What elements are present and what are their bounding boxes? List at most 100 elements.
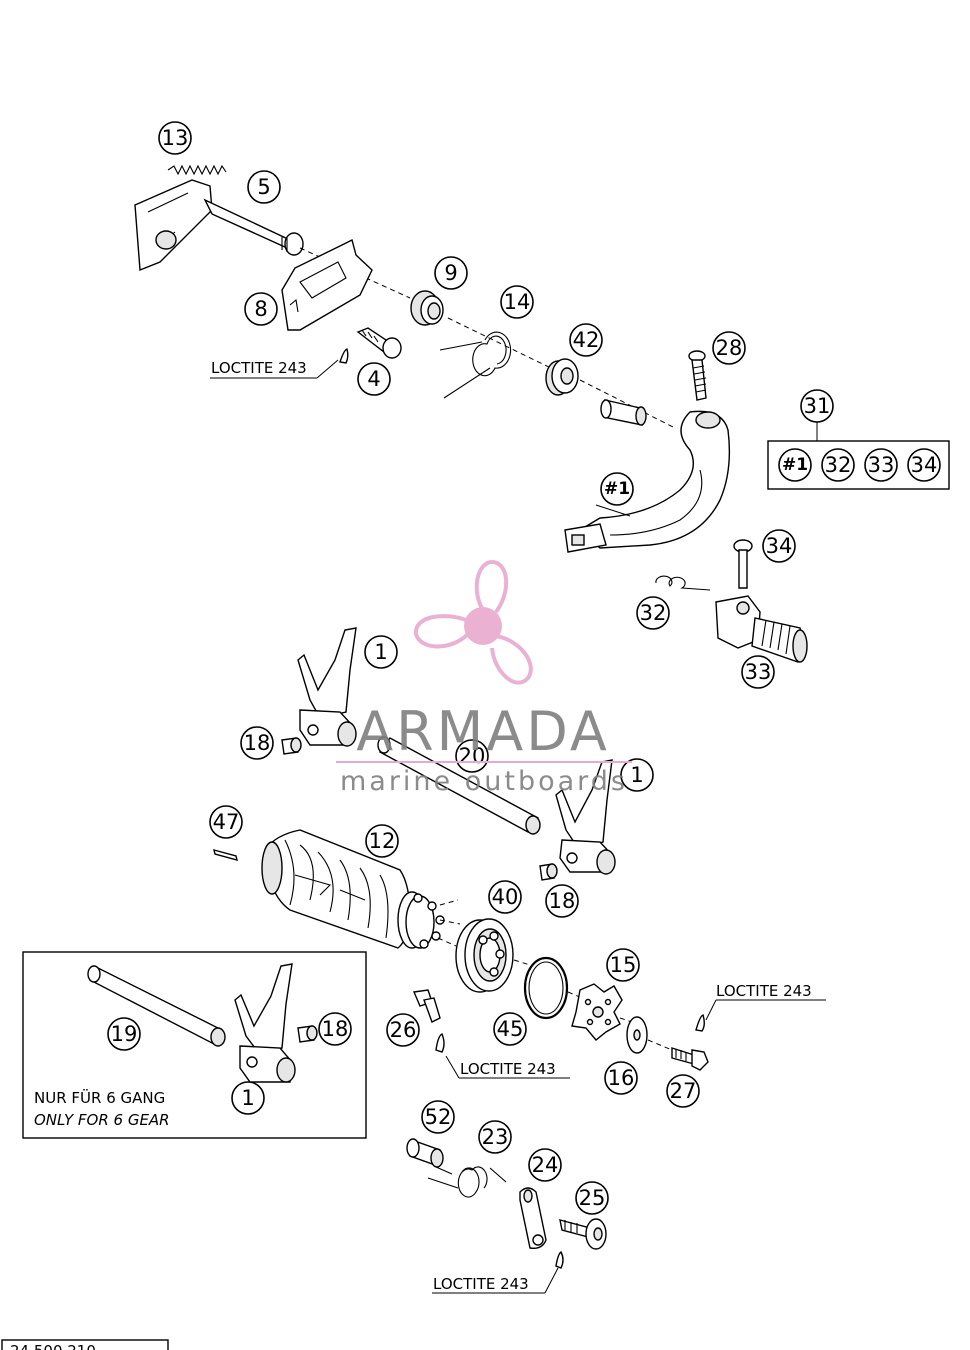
spring-23 <box>427 1166 507 1198</box>
callout-kit-33: 33 <box>864 448 898 482</box>
sleeve <box>600 399 647 426</box>
callout-1-top: 1 <box>364 635 398 669</box>
callout-28: 28 <box>712 331 746 365</box>
svg-text:24.500.210: 24.500.210 <box>10 1342 96 1350</box>
svg-text:18: 18 <box>244 731 271 755</box>
svg-text:34: 34 <box>911 453 938 477</box>
callout-34: 34 <box>762 529 796 563</box>
pin-34 <box>733 539 753 589</box>
svg-text:32: 32 <box>640 601 667 625</box>
svg-text:47: 47 <box>213 810 240 834</box>
screw-27 <box>671 1014 709 1071</box>
svg-text:12: 12 <box>369 829 396 853</box>
spring-32 <box>655 575 711 591</box>
svg-text:18: 18 <box>322 1017 349 1041</box>
callout-14: 14 <box>500 285 534 319</box>
callout-40: 40 <box>488 880 522 914</box>
callout-kit-32: 32 <box>821 448 855 482</box>
callout-19: 19 <box>107 1017 141 1051</box>
loctite-note-screw-25: LOCTITE 243 <box>433 1275 529 1293</box>
screw-4 <box>339 327 402 364</box>
svg-text:45: 45 <box>497 1017 524 1041</box>
return-spring-14 <box>439 331 512 399</box>
shift-fork-1-mid <box>555 759 616 875</box>
callout-9: 9 <box>434 256 468 290</box>
callout-kit-1: #1 <box>778 448 812 482</box>
pin-47 <box>213 849 238 861</box>
washer-16 <box>626 1016 673 1054</box>
circlip-45 <box>523 956 583 1020</box>
svg-text:31: 31 <box>804 394 831 418</box>
svg-text:23: 23 <box>482 1125 509 1149</box>
callout-23: 23 <box>478 1120 512 1154</box>
loctite-note-screw-26: LOCTITE 243 <box>460 1060 556 1078</box>
callout-1-inset: 1 <box>231 1081 265 1115</box>
callout-18-top: 18 <box>240 726 274 760</box>
svg-text:4: 4 <box>367 367 380 391</box>
svg-text:33: 33 <box>868 453 895 477</box>
callout-42: 42 <box>569 323 603 357</box>
callout-25: 25 <box>575 1181 609 1215</box>
svg-text:18: 18 <box>549 889 576 913</box>
inset-6-gear <box>22 951 367 1139</box>
callout-27: 27 <box>666 1074 700 1108</box>
svg-text:13: 13 <box>162 126 189 150</box>
callout-8: 8 <box>244 292 278 326</box>
callout-lever-1: #1 <box>600 472 634 506</box>
screw-28 <box>688 350 707 401</box>
leader-lines <box>210 359 826 1294</box>
footpeg-33 <box>715 595 808 663</box>
svg-text:20: 20 <box>459 744 486 768</box>
callout-4: 4 <box>357 362 391 396</box>
callout-13: 13 <box>158 121 192 155</box>
svg-text:5: 5 <box>257 175 270 199</box>
callout-47: 47 <box>209 805 243 839</box>
callout-32: 32 <box>636 596 670 630</box>
callout-15: 15 <box>606 948 640 982</box>
svg-text:33: 33 <box>745 660 772 684</box>
callout-31: 31 <box>800 389 834 423</box>
inset-label-de: NUR FÜR 6 GANG <box>34 1088 165 1107</box>
callout-24: 24 <box>528 1148 562 1182</box>
svg-text:14: 14 <box>504 290 531 314</box>
callout-18-mid: 18 <box>545 884 579 918</box>
svg-text:marine outboards: marine outboards <box>340 766 628 797</box>
svg-text:40: 40 <box>492 885 519 909</box>
svg-text:16: 16 <box>608 1066 635 1090</box>
loctite-note-screw-4: LOCTITE 243 <box>211 359 307 377</box>
callout-45: 45 <box>493 1012 527 1046</box>
armada-watermark: ARMADA marine outboards <box>336 559 632 797</box>
svg-text:1: 1 <box>241 1086 254 1110</box>
locking-lever-24 <box>519 1187 547 1250</box>
washer-42 <box>545 358 676 429</box>
screw-26 <box>412 989 445 1053</box>
bushing-9 <box>410 290 556 371</box>
shift-plate-8 <box>281 238 373 331</box>
spring-13 <box>167 164 227 176</box>
svg-text:28: 28 <box>716 336 743 360</box>
shift-star-15 <box>571 983 633 1041</box>
svg-text:9: 9 <box>444 261 457 285</box>
svg-text:32: 32 <box>825 453 852 477</box>
svg-text:24: 24 <box>532 1153 559 1177</box>
footer-code: 24.500.210 <box>1 1339 169 1350</box>
svg-text:26: 26 <box>390 1018 417 1042</box>
callout-12: 12 <box>365 824 399 858</box>
svg-text:34: 34 <box>766 534 793 558</box>
bushing-52 <box>406 1138 444 1168</box>
loctite-note-screw-27: LOCTITE 243 <box>716 982 812 1000</box>
svg-text:ARMADA: ARMADA <box>356 700 610 763</box>
bearing-40 <box>455 918 531 993</box>
shift-shaft-5 <box>134 179 411 299</box>
svg-text:15: 15 <box>610 953 637 977</box>
callout-16: 16 <box>604 1061 638 1095</box>
svg-text:27: 27 <box>670 1079 697 1103</box>
callout-5: 5 <box>247 170 281 204</box>
inset-label-en: ONLY FOR 6 GEAR <box>34 1111 170 1129</box>
svg-text:#1: #1 <box>782 455 808 475</box>
callout-52: 52 <box>421 1100 455 1134</box>
svg-text:42: 42 <box>573 328 600 352</box>
callout-18-inset: 18 <box>318 1012 352 1046</box>
callout-26: 26 <box>386 1013 420 1047</box>
